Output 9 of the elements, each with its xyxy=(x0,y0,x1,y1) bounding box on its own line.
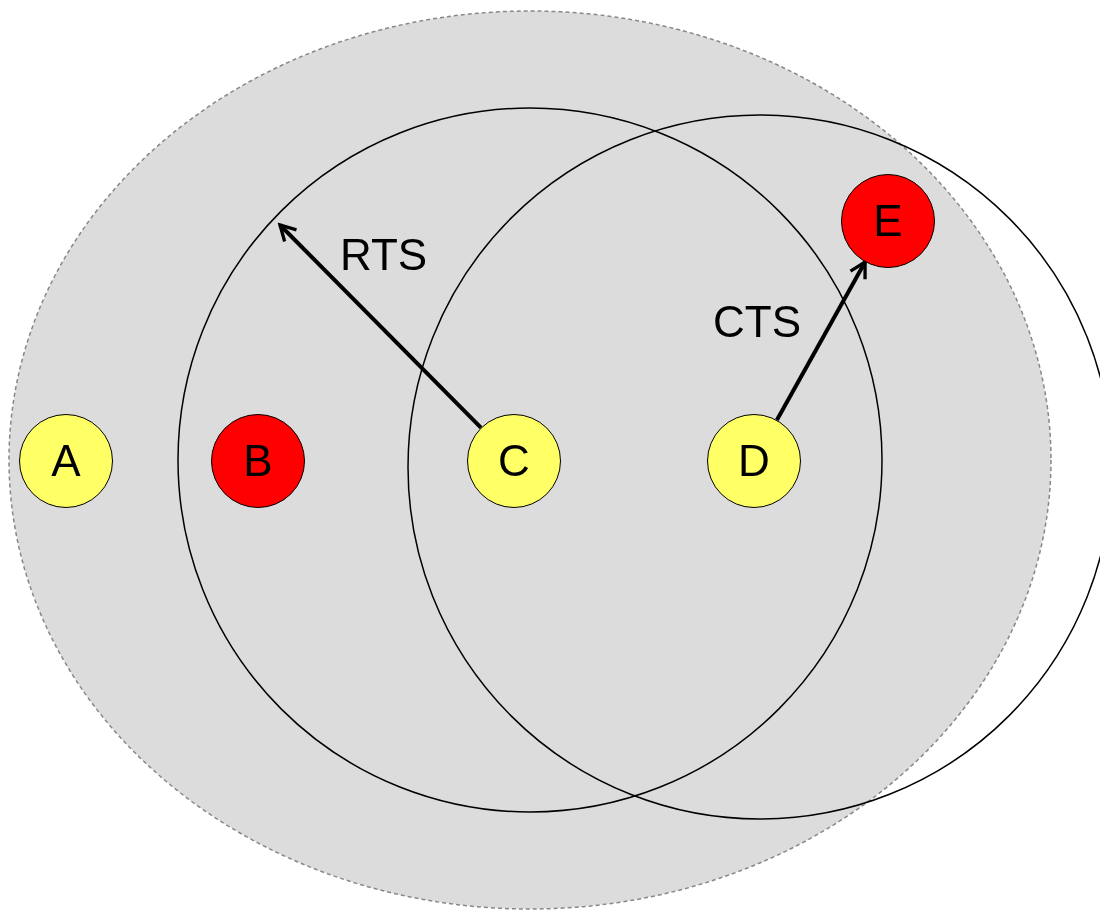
edge-label: RTS xyxy=(340,233,428,277)
node-label: C xyxy=(498,439,530,483)
node-label: D xyxy=(738,439,770,483)
node-label: A xyxy=(51,439,81,483)
edge-label: CTS xyxy=(713,300,801,344)
node-label: E xyxy=(873,199,903,243)
arrow xyxy=(775,260,867,421)
node-label: B xyxy=(243,439,273,483)
arrow xyxy=(278,223,483,430)
